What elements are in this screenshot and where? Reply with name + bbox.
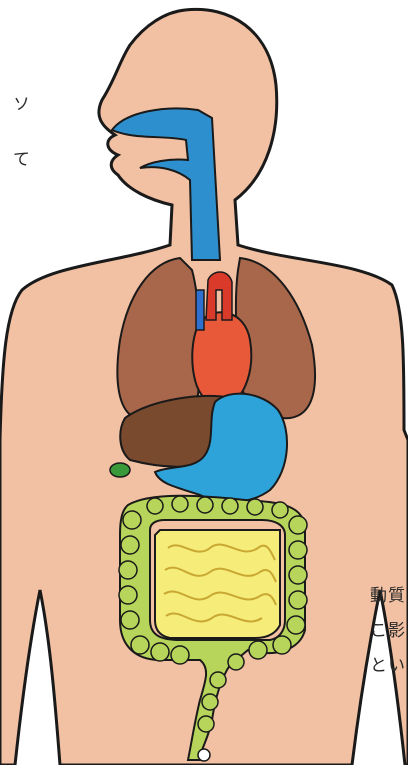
text-fragment-right-3: とい — [370, 655, 406, 677]
anus — [198, 749, 210, 761]
vena-cava — [196, 290, 204, 330]
text-fragment-right-2: こ影 — [370, 620, 406, 642]
text-fragment-left-2: て — [8, 150, 30, 168]
text-fragment-left-1: ソ — [8, 95, 30, 113]
text-fragment-right-1: 動質 — [370, 585, 406, 607]
gallbladder — [110, 463, 130, 477]
